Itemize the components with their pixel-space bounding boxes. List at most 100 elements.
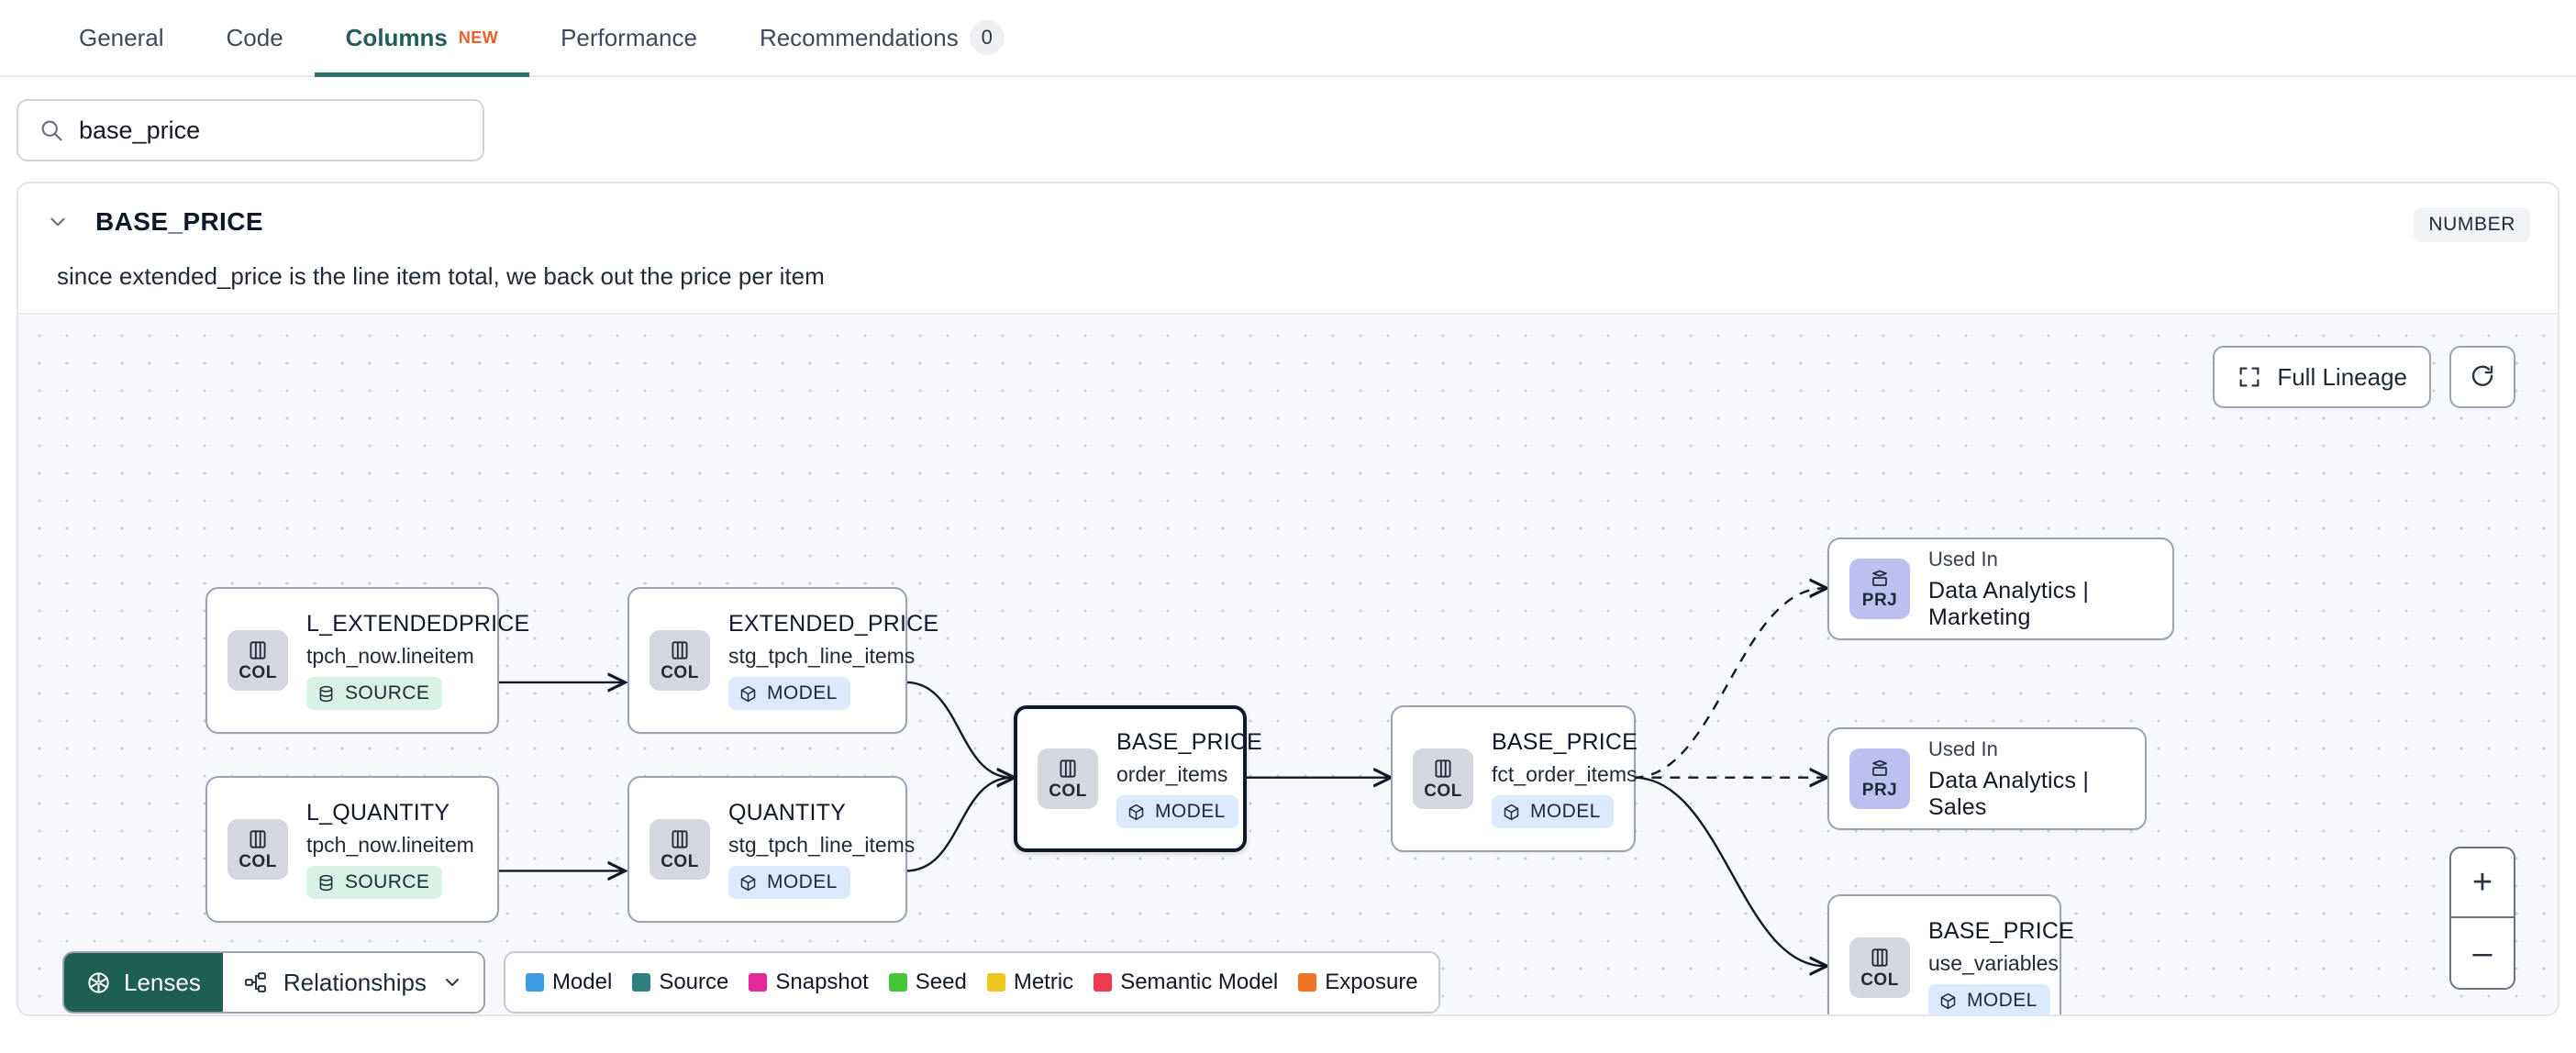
kind-label: COL bbox=[661, 851, 699, 871]
column-kind-badge: COL bbox=[228, 630, 288, 691]
legend-item-semantic-model: Semantic Model bbox=[1094, 970, 1278, 995]
lineage-node-project-marketing[interactable]: PRJ Used In Data Analytics | Marketing bbox=[1827, 538, 2174, 640]
chevron-down-icon[interactable] bbox=[46, 210, 70, 238]
lineage-node-base-price-order-items[interactable]: COL BASE_PRICE order_items MODEL bbox=[1014, 705, 1263, 852]
tab-label: Recommendations bbox=[759, 23, 959, 51]
node-subtitle: order_items bbox=[1116, 762, 1228, 786]
lineage-node-base-price-use-variables[interactable]: COL BASE_PRICE use_variables MODEL bbox=[1827, 894, 2075, 1014]
materialization-label: SOURCE bbox=[345, 682, 430, 704]
node-title: L_EXTENDEDPRICE bbox=[306, 611, 530, 637]
expand-frame-icon bbox=[2237, 364, 2262, 390]
zoom-controls: + – bbox=[2449, 847, 2515, 990]
zoom-out-button[interactable]: – bbox=[2472, 933, 2493, 972]
tab-general[interactable]: General bbox=[48, 0, 195, 75]
column-kind-badge: COL bbox=[1413, 748, 1473, 809]
materialization-badge: SOURCE bbox=[306, 677, 443, 710]
materialization-label: MODEL bbox=[1530, 801, 1601, 822]
lineage-node-project-sales[interactable]: PRJ Used In Data Analytics | Sales bbox=[1827, 727, 2147, 830]
legend-label: Metric bbox=[1013, 970, 1074, 994]
tab-label: General bbox=[79, 23, 164, 51]
relationships-label: Relationships bbox=[283, 968, 427, 996]
project-icon bbox=[1868, 568, 1892, 590]
relationships-dropdown[interactable]: Relationships bbox=[223, 953, 483, 1012]
project-icon bbox=[1868, 758, 1892, 780]
node-title: Used In bbox=[1928, 737, 1998, 760]
legend-item-seed: Seed bbox=[888, 970, 967, 995]
column-icon bbox=[246, 638, 270, 662]
legend-swatch bbox=[632, 973, 651, 992]
canvas-bottom-controls: Lenses Relationships Model bbox=[62, 951, 1440, 1014]
new-flag-badge: NEW bbox=[458, 28, 499, 47]
legend-label: Snapshot bbox=[775, 970, 869, 994]
kind-label: PRJ bbox=[1861, 780, 1898, 800]
column-icon bbox=[246, 827, 270, 851]
lineage-node-l-extendedprice[interactable]: COL L_EXTENDEDPRICE tpch_now.lineitem SO… bbox=[205, 587, 530, 734]
node-title: L_QUANTITY bbox=[306, 800, 450, 826]
materialization-badge: MODEL bbox=[1492, 795, 1614, 828]
kind-label: COL bbox=[239, 851, 277, 871]
materialization-badge: MODEL bbox=[728, 866, 850, 899]
materialization-label: SOURCE bbox=[345, 871, 430, 892]
kind-label: COL bbox=[239, 662, 277, 682]
lenses-label: Lenses bbox=[124, 968, 201, 996]
lineage-edges bbox=[498, 315, 2558, 1016]
tab-columns[interactable]: Columns NEW bbox=[314, 0, 530, 77]
legend-item-model: Model bbox=[525, 970, 612, 995]
legend-item-snapshot: Snapshot bbox=[749, 970, 869, 995]
search-input[interactable]: base_price bbox=[17, 99, 484, 161]
column-header: BASE_PRICE NUMBER bbox=[18, 183, 2558, 242]
materialization-label: MODEL bbox=[1155, 801, 1226, 822]
aperture-icon bbox=[86, 970, 111, 995]
legend-label: Exposure bbox=[1325, 970, 1418, 994]
legend-swatch bbox=[749, 973, 768, 992]
cube-icon bbox=[1127, 803, 1146, 822]
tab-code[interactable]: Code bbox=[195, 0, 315, 75]
lenses-button[interactable]: Lenses bbox=[64, 953, 223, 1012]
column-icon bbox=[1868, 946, 1892, 970]
cube-icon bbox=[1938, 992, 1958, 1011]
legend-label: Seed bbox=[915, 970, 967, 994]
zoom-in-button[interactable]: + bbox=[2451, 848, 2514, 918]
legend-label: Semantic Model bbox=[1120, 970, 1279, 994]
column-card: BASE_PRICE NUMBER since extended_price i… bbox=[17, 182, 2559, 1016]
column-data-type-badge: NUMBER bbox=[2414, 207, 2530, 242]
node-title: EXTENDED_PRICE bbox=[728, 611, 939, 637]
materialization-label: MODEL bbox=[767, 682, 838, 704]
tab-label: Code bbox=[226, 23, 283, 51]
recommendations-count-badge: 0 bbox=[969, 20, 1005, 55]
full-lineage-button[interactable]: Full Lineage bbox=[2213, 346, 2431, 408]
lineage-canvas[interactable]: COL L_EXTENDEDPRICE tpch_now.lineitem SO… bbox=[18, 313, 2558, 1016]
search-value: base_price bbox=[79, 116, 201, 144]
full-lineage-label: Full Lineage bbox=[2277, 362, 2407, 391]
legend-item-source: Source bbox=[632, 970, 728, 995]
canvas-top-controls: Full Lineage bbox=[2213, 346, 2515, 408]
search-icon bbox=[39, 117, 64, 143]
cube-icon bbox=[738, 684, 758, 704]
lineage-node-l-quantity[interactable]: COL L_QUANTITY tpch_now.lineitem SOURCE bbox=[205, 776, 499, 923]
search-row: base_price bbox=[0, 77, 2576, 182]
node-subtitle: Data Analytics | Sales bbox=[1928, 767, 2090, 820]
node-title: BASE_PRICE bbox=[1116, 729, 1263, 755]
node-subtitle: stg_tpch_line_items bbox=[728, 644, 916, 668]
kind-label: PRJ bbox=[1861, 590, 1898, 610]
refresh-button[interactable] bbox=[2449, 346, 2515, 408]
column-kind-badge: COL bbox=[1038, 748, 1098, 809]
tab-performance[interactable]: Performance bbox=[529, 0, 728, 75]
lineage-node-base-price-fct-order-items[interactable]: COL BASE_PRICE fct_order_items MODEL bbox=[1391, 705, 1638, 852]
lineage-node-extended-price[interactable]: COL EXTENDED_PRICE stg_tpch_line_items M… bbox=[627, 587, 939, 734]
project-kind-badge: PRJ bbox=[1849, 559, 1910, 619]
tab-label: Columns bbox=[345, 23, 448, 51]
column-kind-badge: COL bbox=[228, 819, 288, 880]
node-title: QUANTITY bbox=[728, 800, 846, 826]
node-title: BASE_PRICE bbox=[1492, 729, 1638, 755]
tab-recommendations[interactable]: Recommendations 0 bbox=[728, 0, 1036, 75]
column-icon bbox=[1056, 757, 1080, 781]
legend-item-metric: Metric bbox=[986, 970, 1074, 995]
node-title: BASE_PRICE bbox=[1928, 918, 2075, 944]
kind-label: COL bbox=[1049, 781, 1087, 801]
chevron-down-icon bbox=[441, 971, 463, 993]
database-icon bbox=[316, 684, 336, 704]
cube-icon bbox=[738, 873, 758, 892]
lineage-legend: Model Source Snapshot Seed Metric bbox=[503, 951, 1440, 1014]
lineage-node-quantity[interactable]: COL QUANTITY stg_tpch_line_items MODEL bbox=[627, 776, 915, 923]
